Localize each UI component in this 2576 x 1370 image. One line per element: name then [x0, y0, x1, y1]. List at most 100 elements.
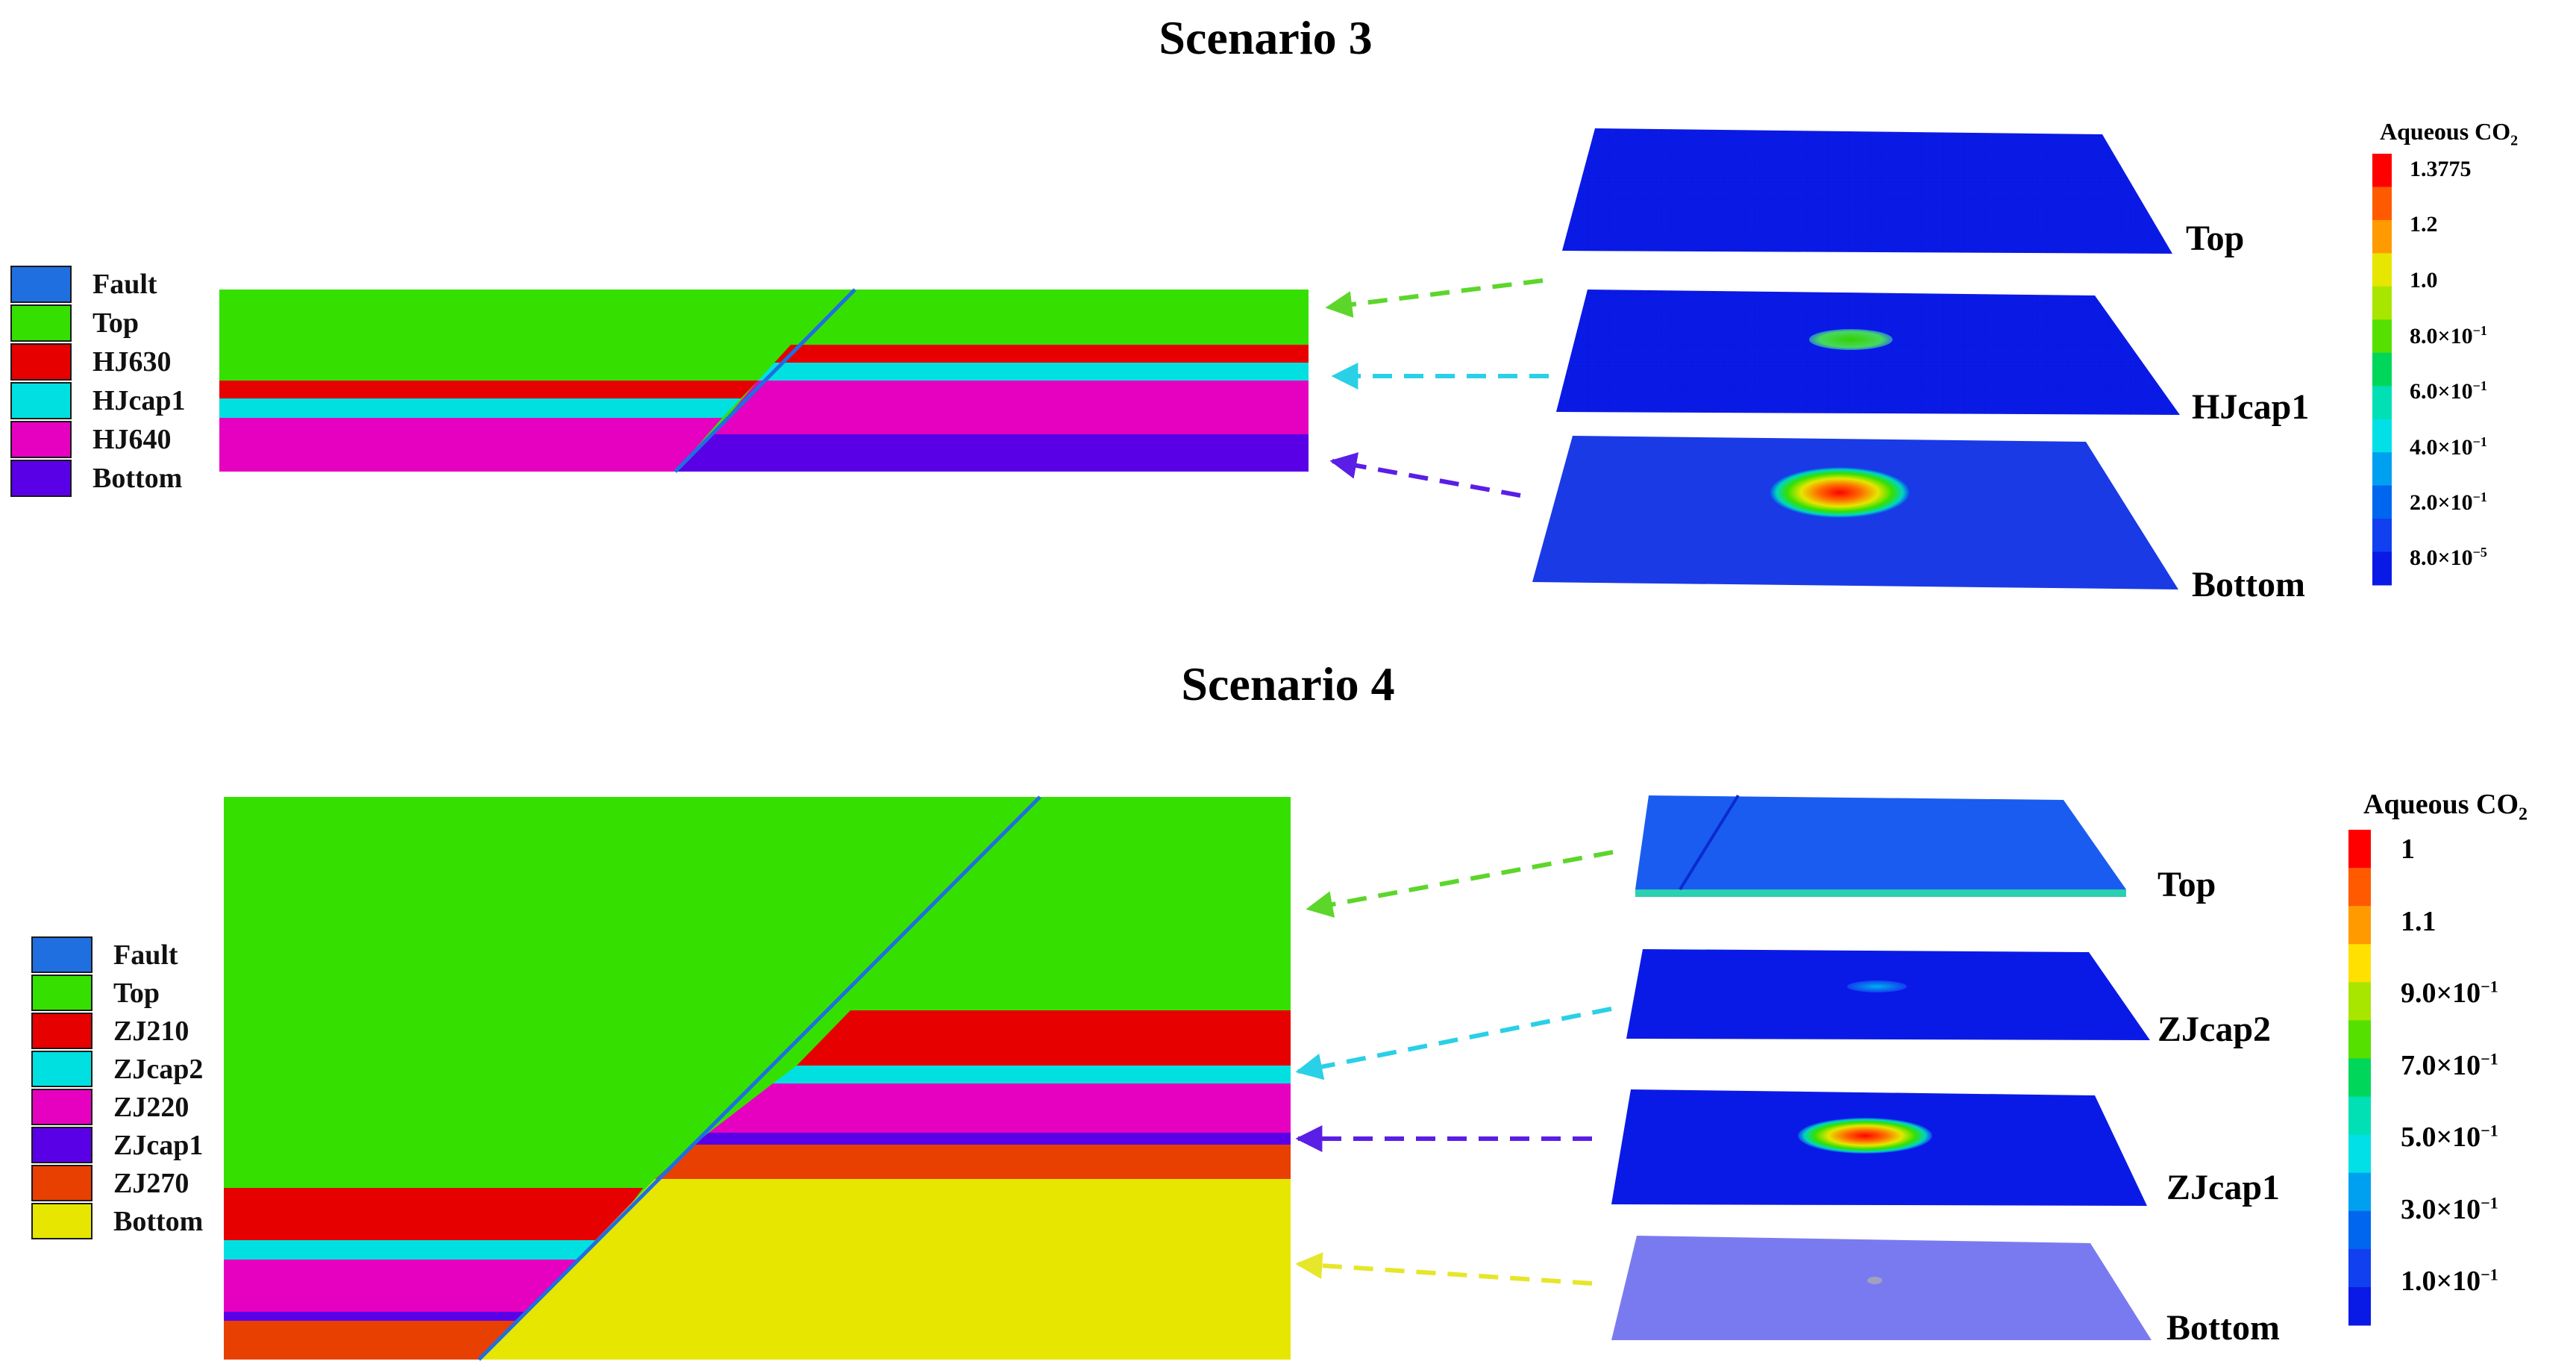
legend-swatch	[10, 460, 72, 497]
colorbar-segment	[2372, 154, 2392, 187]
s4-zj210-left	[224, 1188, 643, 1240]
legend-label: Fault	[93, 269, 157, 300]
s3-hj640-left	[219, 418, 722, 472]
s4-plume-bottom	[1867, 1277, 1882, 1284]
colorbar-segment	[2348, 1172, 2371, 1212]
s4-arrow-top	[1306, 850, 1614, 918]
s4-zjcap2-right	[773, 1066, 1291, 1083]
colorbar-tick-label: 8.0×10−1	[2410, 322, 2487, 348]
colorbar-segment	[2348, 1248, 2371, 1288]
colorbar-segment	[2348, 906, 2371, 945]
s3-hjcap1-right	[758, 363, 1309, 381]
scenario-3-planes	[1532, 128, 2180, 589]
s4-legend-item-top: Top	[31, 974, 203, 1012]
s3-legend-item-top: Top	[10, 304, 186, 342]
colorbar-segment	[2372, 452, 2392, 487]
colorbar-tick-label: 1.0	[2410, 267, 2438, 293]
colorbar-segment	[2348, 1020, 2371, 1059]
s3-arrow-bottom	[1329, 452, 1521, 498]
colorbar-segment	[2372, 253, 2392, 287]
s4-zj270-right	[655, 1145, 1291, 1179]
colorbar-segment	[2372, 551, 2392, 586]
s3-plane-label-hjcap1: HJcap1	[2192, 387, 2310, 427]
legend-label: Bottom	[113, 1205, 204, 1237]
colorbar-segment	[2348, 1134, 2371, 1174]
legend-swatch	[31, 936, 93, 973]
s4-colorbar-title: Aqueous CO2	[2363, 789, 2528, 825]
s4-zj220-right	[709, 1083, 1291, 1133]
legend-swatch	[31, 1013, 93, 1049]
legend-swatch	[10, 304, 72, 342]
legend-label: HJ630	[93, 346, 172, 378]
s4-plane-label-bottom: Bottom	[2166, 1308, 2280, 1348]
legend-swatch	[31, 1089, 93, 1125]
s3-plume-bottom	[1770, 467, 1910, 518]
colorbar-segment	[2372, 187, 2392, 221]
s4-plane-zjcap2	[1626, 949, 2150, 1040]
s4-fault-line	[477, 795, 1041, 1361]
legend-label: ZJcap1	[113, 1129, 204, 1161]
s4-legend-item-zj270: ZJ270	[31, 1164, 203, 1202]
scenario-3-title: Scenario 3	[1159, 11, 1373, 64]
legend-label: Fault	[113, 939, 178, 971]
colorbar-tick-label: 3.0×10−1	[2401, 1192, 2498, 1225]
scenario-4-colorbar	[2348, 830, 2371, 1326]
s4-legend-item-zjcap1: ZJcap1	[31, 1126, 203, 1164]
colorbar-tick-label: 2.0×10−1	[2410, 489, 2487, 515]
s4-plume-zjcap1	[1798, 1118, 1932, 1154]
s4-zj210-right	[797, 1010, 1291, 1066]
legend-swatch	[31, 1127, 93, 1163]
legend-label: ZJ270	[113, 1167, 189, 1199]
s4-zj270-left	[224, 1321, 531, 1360]
legend-swatch	[31, 1165, 93, 1201]
s3-legend-item-hjcap1: HJcap1	[10, 381, 186, 420]
s4-arrow-bottom	[1295, 1252, 1593, 1286]
legend-label: ZJcap2	[113, 1053, 204, 1085]
colorbar-tick-label: 1.1	[2401, 905, 2436, 937]
legend-swatch	[31, 1051, 93, 1087]
s4-legend-item-bottom: Bottom	[31, 1202, 203, 1240]
s3-hj630-left	[219, 381, 758, 398]
scenario-4-title: Scenario 4	[1181, 657, 1395, 710]
s3-plane-label-bottom: Bottom	[2192, 565, 2305, 604]
s4-legend-item-fault: Fault	[31, 936, 203, 974]
colorbar-segment	[2372, 319, 2392, 354]
colorbar-tick-label: 4.0×10−1	[2410, 434, 2487, 460]
legend-label: ZJ210	[113, 1015, 189, 1047]
scenario-4-cross-section	[224, 795, 1291, 1361]
colorbar-segment	[2348, 830, 2371, 869]
legend-swatch	[10, 343, 72, 381]
s4-plane-label-top: Top	[2157, 865, 2216, 904]
colorbar-segment	[2372, 519, 2392, 553]
s3-bottom-right	[675, 434, 1309, 472]
s4-plane-label-zjcap1: ZJcap1	[2166, 1168, 2281, 1207]
colorbar-segment	[2348, 1058, 2371, 1098]
s3-hj630-right	[774, 345, 1309, 363]
colorbar-tick-label: 5.0×10−1	[2401, 1121, 2498, 1153]
colorbar-segment	[2348, 868, 2371, 907]
s3-fault-line	[674, 288, 856, 473]
s4-bottom-right	[479, 1179, 1291, 1360]
scenario-4-planes	[1611, 794, 2152, 1340]
scenario-3-colorbar	[2372, 154, 2392, 586]
s3-hj640-right	[712, 381, 1309, 434]
s3-legend-item-bottom: Bottom	[10, 459, 186, 498]
colorbar-tick-label: 6.0×10−1	[2410, 378, 2487, 404]
s4-plane-bottom	[1611, 1236, 2152, 1340]
legend-swatch	[10, 421, 72, 458]
colorbar-segment	[2348, 1286, 2371, 1326]
legend-label: HJ640	[93, 424, 172, 455]
colorbar-segment	[2348, 1096, 2371, 1136]
s4-plane-label-zjcap2: ZJcap2	[2157, 1010, 2272, 1049]
colorbar-tick-label: 1	[2401, 833, 2415, 865]
legend-label: Bottom	[93, 463, 183, 494]
s4-zjcap1-left	[224, 1312, 537, 1321]
colorbar-tick-label: 1.3775	[2410, 157, 2472, 181]
legend-swatch	[31, 975, 93, 1011]
colorbar-segment	[2372, 419, 2392, 453]
s3-hjcap1-left	[219, 398, 741, 418]
s3-colorbar-title: Aqueous CO2	[2380, 118, 2519, 149]
legend-label: ZJ220	[113, 1091, 189, 1123]
